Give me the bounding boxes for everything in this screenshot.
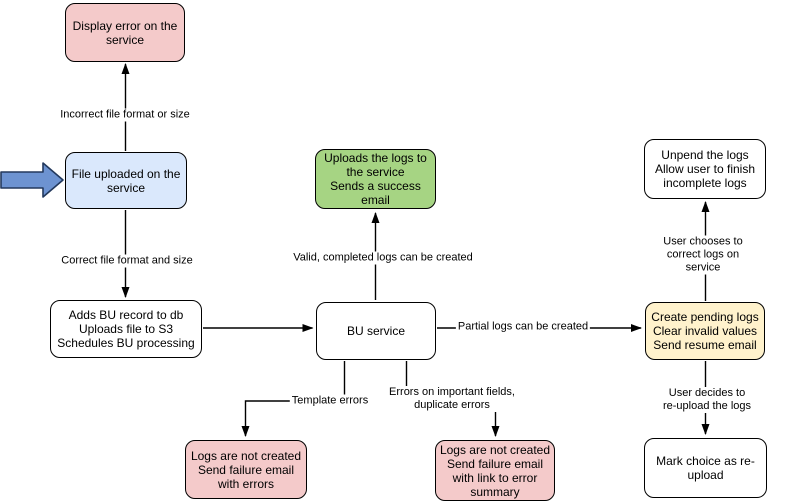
- edge-label-partial-logs: Partial logs can be created: [455, 320, 591, 334]
- node-logs-not-created-fields: Logs are not created Send failure email …: [435, 440, 555, 501]
- node-adds-bu-record: Adds BU record to db Uploads file to S3 …: [50, 300, 202, 358]
- node-logs-not-created-template: Logs are not created Send failure email …: [185, 440, 307, 499]
- node-mark-reupload: Mark choice as re- upload: [644, 438, 767, 498]
- node-file-uploaded: File uploaded on the service: [65, 152, 187, 209]
- edge-label-template-errors: Template errors: [289, 394, 371, 408]
- edge-label-user-corrects: User chooses to correct logs on service: [654, 235, 752, 275]
- input-pointer-arrow-icon: [0, 162, 64, 198]
- edge-label-correct-format: Correct file format and size: [59, 254, 195, 268]
- node-uploads-logs-success: Uploads the logs to the service Sends a …: [315, 149, 436, 209]
- edge-label-field-errors: Errors on important fields, duplicate er…: [387, 386, 517, 412]
- edge-label-valid-logs: Valid, completed logs can be created: [291, 251, 475, 265]
- node-bu-service: BU service: [316, 302, 436, 360]
- node-display-error: Display error on the service: [65, 3, 185, 62]
- node-create-pending-logs: Create pending logs Clear invalid values…: [645, 302, 765, 360]
- node-unpend-logs: Unpend the logs Allow user to finish inc…: [644, 139, 766, 199]
- edge-label-incorrect-format: Incorrect file format or size: [58, 108, 192, 122]
- edge-label-user-reuploads: User decides to re-upload the logs: [660, 387, 754, 413]
